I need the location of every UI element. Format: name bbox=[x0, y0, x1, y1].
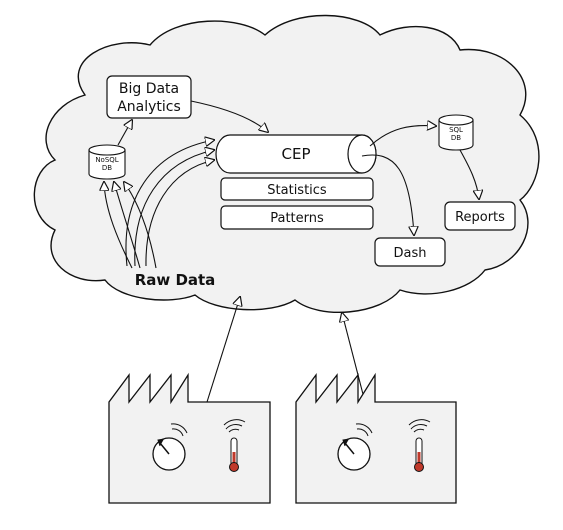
arrow-factory-left-to-cloud bbox=[206, 297, 240, 403]
reports-node: Reports bbox=[444, 201, 516, 231]
connectors bbox=[104, 100, 479, 403]
arrow-nosql-to-analytics bbox=[117, 120, 132, 146]
dash-node: Dash bbox=[374, 237, 446, 267]
arrow-sqldb-to-reports bbox=[459, 149, 479, 199]
sql-db-label-2: DB bbox=[451, 134, 461, 142]
pressure-gauge-icon bbox=[152, 423, 188, 471]
cep-node: CEP bbox=[215, 134, 377, 174]
arrow-analytics-to-cep bbox=[190, 100, 268, 132]
dash-label: Dash bbox=[394, 246, 427, 261]
pressure-gauge-icon bbox=[337, 423, 373, 471]
statistics-label: Statistics bbox=[267, 183, 327, 198]
arrow-raw-to-cep-1 bbox=[125, 140, 214, 267]
sql-db-label-1: SQL bbox=[449, 126, 463, 134]
nosql-db-label-1: NoSQL bbox=[95, 156, 118, 164]
patterns-node: Patterns bbox=[220, 205, 374, 230]
big-data-analytics-label-1: Big Data bbox=[119, 81, 179, 97]
arrow-raw-to-nosql-2 bbox=[114, 182, 141, 269]
arrow-cep-to-dash bbox=[361, 154, 414, 235]
arrow-factory-right-to-cloud bbox=[342, 313, 366, 403]
big-data-analytics-label-2: Analytics bbox=[117, 99, 181, 115]
big-data-analytics-node: Big Data Analytics bbox=[106, 75, 192, 119]
arrow-raw-to-cep-3 bbox=[145, 160, 214, 267]
factory-left bbox=[108, 372, 271, 504]
reports-label: Reports bbox=[455, 210, 505, 225]
thermometer-icon bbox=[408, 419, 431, 472]
arrow-raw-to-nosql-1 bbox=[104, 182, 133, 269]
arrow-raw-to-cep-2 bbox=[134, 150, 214, 267]
cep-label: CEP bbox=[282, 145, 311, 163]
factory-right bbox=[295, 372, 457, 504]
nosql-db-label-2: DB bbox=[102, 164, 112, 172]
raw-data-label: Raw Data bbox=[135, 271, 216, 289]
patterns-label: Patterns bbox=[270, 211, 324, 226]
sql-db-node: SQL DB bbox=[438, 114, 474, 151]
statistics-node: Statistics bbox=[220, 177, 374, 201]
arrow-raw-to-nosql-3 bbox=[124, 182, 157, 269]
arrow-cep-to-sqldb bbox=[369, 126, 436, 147]
thermometer-icon bbox=[223, 419, 246, 472]
nosql-db-node: NoSQL DB bbox=[88, 144, 126, 180]
